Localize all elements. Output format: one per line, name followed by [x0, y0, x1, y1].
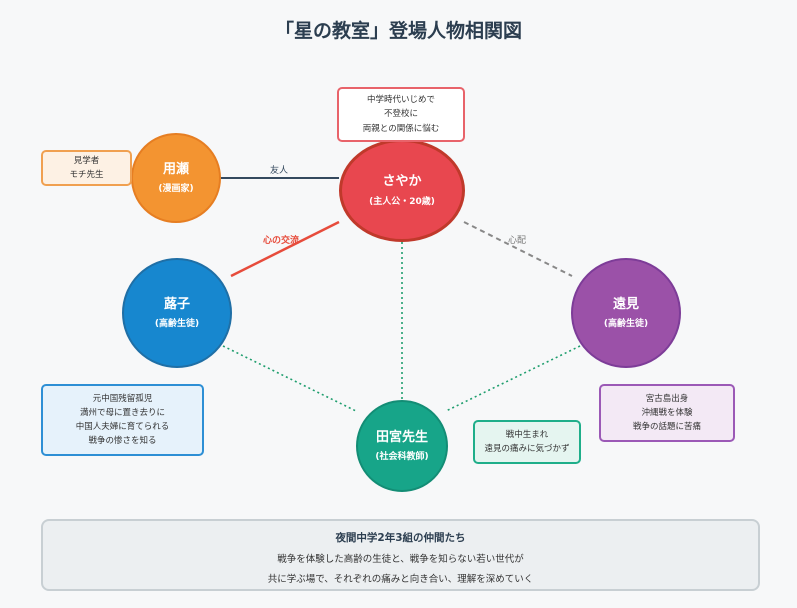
note-line: 戦争の話題に苦痛: [632, 422, 701, 432]
note-line: 両親との関係に悩む: [362, 123, 440, 134]
note-line: 遠見の痛みに気づかず: [484, 444, 570, 454]
node-yose-name: 用瀬: [162, 161, 189, 177]
note-line: 戦争の惨さを知る: [88, 436, 157, 447]
note-line: 中学時代いじめで: [366, 95, 435, 106]
note-line: 戦中生まれ: [505, 429, 549, 440]
node-fukiko-name: 蕗子: [163, 296, 190, 312]
edge-label-friend: 友人: [270, 166, 289, 176]
node-sayaka[interactable]: さやか (主人公・20歳): [339, 139, 465, 242]
note-line: 元中国残留孤児: [92, 393, 153, 404]
node-tomi-name: 遠見: [612, 296, 639, 312]
note-line: 中国人夫婦に育てられる: [75, 422, 170, 432]
edge-tomi-tamiya: [445, 345, 581, 412]
node-yose-role: (漫画家): [158, 184, 194, 195]
node-tomi[interactable]: 遠見 (高齢生徒): [571, 258, 681, 368]
note-tamiya: 戦中生まれ 遠見の痛みに気づかず: [473, 420, 581, 464]
node-fukiko-role: (高齢生徒): [154, 319, 200, 330]
summary-heading: 夜間中学2年3組の仲間たち: [335, 532, 466, 544]
note-line: モチ先生: [69, 170, 104, 180]
summary-line-2: 共に学ぶ場で、それぞれの痛みと向き合い、理解を深めていく: [267, 574, 534, 585]
node-sayaka-role: (主人公・20歳): [369, 196, 435, 207]
note-fukiko: 元中国残留孤児 満州で母に置き去りに 中国人夫婦に育てられる 戦争の惨さを知る: [41, 384, 204, 456]
note-yose: 見学者 モチ先生: [41, 150, 132, 186]
note-sayaka: 中学時代いじめで 不登校に 両親との関係に悩む: [337, 87, 465, 142]
summary-box: 夜間中学2年3組の仲間たち 戦争を体験した高齢の生徒と、戦争を知らない若い世代が…: [41, 519, 760, 591]
edge-heart-exchange: [230, 220, 340, 278]
edge-concern: [463, 221, 573, 277]
node-tamiya[interactable]: 田宮先生 (社会科教師): [356, 400, 448, 492]
note-line: 見学者: [73, 155, 100, 166]
node-fukiko[interactable]: 蕗子 (高齢生徒): [122, 258, 232, 368]
node-tomi-role: (高齢生徒): [603, 319, 649, 330]
edge-label-concern: 心配: [508, 236, 527, 246]
note-line: 沖縄戦を体験: [641, 407, 693, 418]
edge-yoko-tamiya: [222, 345, 357, 412]
note-line: 不登校に: [383, 109, 418, 120]
note-line: 宮古島出身: [645, 393, 689, 404]
page-title: 「星の教室」登場人物相関図: [274, 20, 522, 42]
note-tomi: 宮古島出身 沖縄戦を体験 戦争の話題に苦痛: [599, 384, 735, 442]
edge-label-heart: 心の交流: [263, 236, 300, 246]
node-tamiya-name: 田宮先生: [375, 429, 428, 445]
note-line: 満州で母に置き去りに: [79, 407, 165, 418]
summary-line-1: 戦争を体験した高齢の生徒と、戦争を知らない若い世代が: [277, 554, 524, 565]
node-yose[interactable]: 用瀬 (漫画家): [131, 133, 221, 223]
node-tamiya-role: (社会科教師): [375, 452, 429, 463]
node-sayaka-name: さやか: [382, 174, 422, 190]
